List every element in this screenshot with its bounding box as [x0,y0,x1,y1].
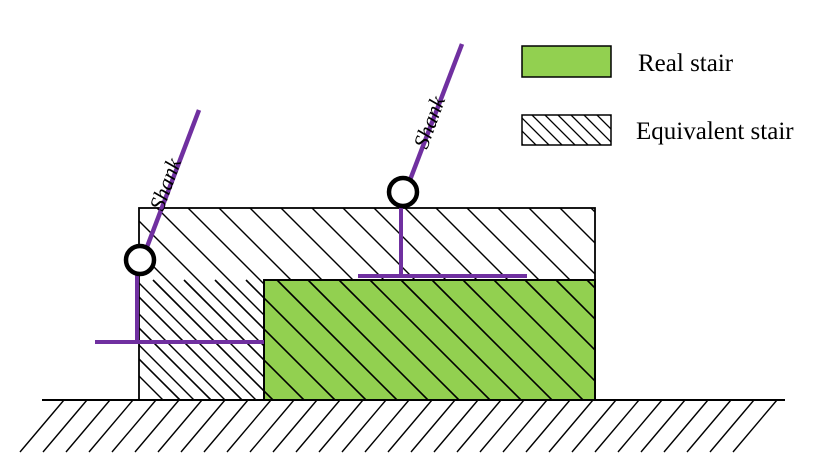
hatch-line [493,279,595,383]
hatch-line [338,279,460,400]
hatch-line [570,115,602,145]
ground-hatch-line [111,399,157,453]
ground-hatching [19,399,778,453]
right-leg: Shank [358,43,527,278]
ground-hatch-line [341,399,387,453]
right-shank-label: Shank [408,91,450,151]
hatch-line [557,115,589,145]
hatch-line [522,130,537,145]
legend-real-stair-swatch [521,45,612,78]
legend: Real stair Equivalent stair [480,45,794,146]
ground-hatch-line [433,399,479,453]
legend-equivalent-stair-swatch [521,114,612,146]
ground-hatch-line [65,399,111,453]
ground-hatch-line [732,399,778,453]
hatch-line [559,208,595,244]
ground-hatch-line [157,399,203,453]
ground-hatch-line [548,399,594,453]
ground [19,399,785,453]
legend-equivalent-stair-label: Equivalent stair [636,118,794,145]
ground-hatch-line [479,399,525,453]
hatch-line [524,279,595,352]
hatch-line [583,115,611,143]
hatch-line [431,279,553,400]
hatch-line [400,279,522,400]
hatch-line [531,115,563,145]
ground-hatch-line [272,399,318,453]
ground-hatch-line [88,399,134,453]
hatch-line [590,208,595,213]
hatch-line [480,115,510,145]
hatch-line [214,279,336,400]
ground-hatch-line [525,399,571,453]
hatch-line [462,279,584,400]
ground-hatch-line [617,399,663,453]
ground-hatch-line [364,399,410,453]
ground-hatch-line [640,399,686,453]
ground-hatch-line [134,399,180,453]
right-ankle-joint [386,175,420,209]
left-shank-line [144,109,202,248]
hatch-line [0,208,132,400]
legend-real-stair-label: Real stair [638,50,734,77]
hatch-line [139,344,195,400]
hatch-line [139,282,257,400]
hatch-line [522,143,524,145]
ground-hatch-line [318,399,364,453]
hatch-line [555,279,595,321]
ground-hatch-line [226,399,272,453]
ground-hatch-line [410,399,456,453]
ground-hatch-line [502,399,548,453]
ground-hatch-line [686,399,732,453]
hatch-line [528,208,595,275]
ground-hatch-line [180,399,226,453]
hatch-line [245,279,367,400]
ground-hatch-line [295,399,341,453]
hatch-line [276,279,398,400]
ground-hatch-line [571,399,617,453]
ground-hatch-line [594,399,640,453]
legend-equivalent-stair-hatching [480,115,611,145]
hatch-line [586,279,595,290]
ground-hatch-line [42,399,88,453]
left-ankle-joint [123,243,157,277]
hatch-line [139,313,226,400]
ground-hatch-line [387,399,433,453]
right-shank-line [407,43,465,181]
ground-hatch-line [249,399,295,453]
left-shank-label: Shank [144,153,186,213]
ground-hatch-line [19,399,65,453]
hatch-line [596,115,611,130]
hatch-line [307,279,429,400]
ground-hatch-line [203,399,249,453]
ground-hatch-line [709,399,755,453]
hatch-line [544,115,576,145]
hatch-line [139,251,288,400]
ground-hatch-line [663,399,709,453]
hatch-line [522,117,550,145]
ground-hatch-line [456,399,502,453]
hatch-line [369,279,491,400]
hatch-line [139,357,181,400]
